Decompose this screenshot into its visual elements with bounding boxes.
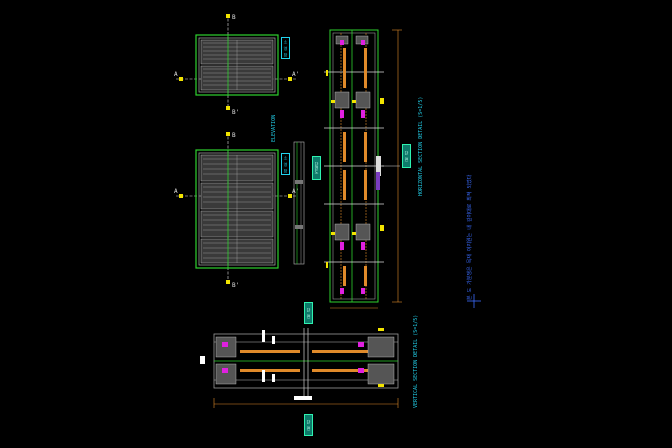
elevation-window-bottom <box>176 132 296 284</box>
tag-section-3: 단 면 <box>304 302 313 324</box>
drawing-note: 본 도 가분쟁은 목재 이지원는 내 깊이대로 최적 되었다 <box>467 174 473 300</box>
ucs-crosshair-icon <box>467 294 481 308</box>
marker-a2-left: A <box>174 188 178 195</box>
horizontal-section-detail <box>324 29 402 309</box>
elevation-window-top <box>176 14 296 110</box>
marker-a-left: A <box>174 71 178 78</box>
tag-section-4: 단 면 <box>304 414 313 436</box>
marker-b2-bottom: B' <box>232 282 239 289</box>
marker-a2-right: A' <box>292 188 299 195</box>
marker-a-right: A' <box>292 71 299 78</box>
tag-small-window-2: 소 영 창 <box>281 153 290 175</box>
horizontal-section-label: HORIZONTAL SECTION DETAIL (S=1/5) <box>418 96 424 196</box>
elevation-label: ELEVATION <box>271 114 277 142</box>
marker-b2-top: B <box>232 132 236 139</box>
side-section-strip <box>293 141 305 265</box>
tag-section-2: 단 면 <box>402 144 411 168</box>
vertical-section-detail <box>200 328 399 408</box>
marker-b-top: B <box>232 14 236 21</box>
vertical-section-label: VERTICAL SECTION DETAIL (S=1/5) <box>413 314 419 408</box>
tag-section-1: 단면도 <box>312 156 321 180</box>
tag-small-window-1: 소 영 창 <box>281 37 290 59</box>
marker-b-bottom: B' <box>232 109 239 116</box>
